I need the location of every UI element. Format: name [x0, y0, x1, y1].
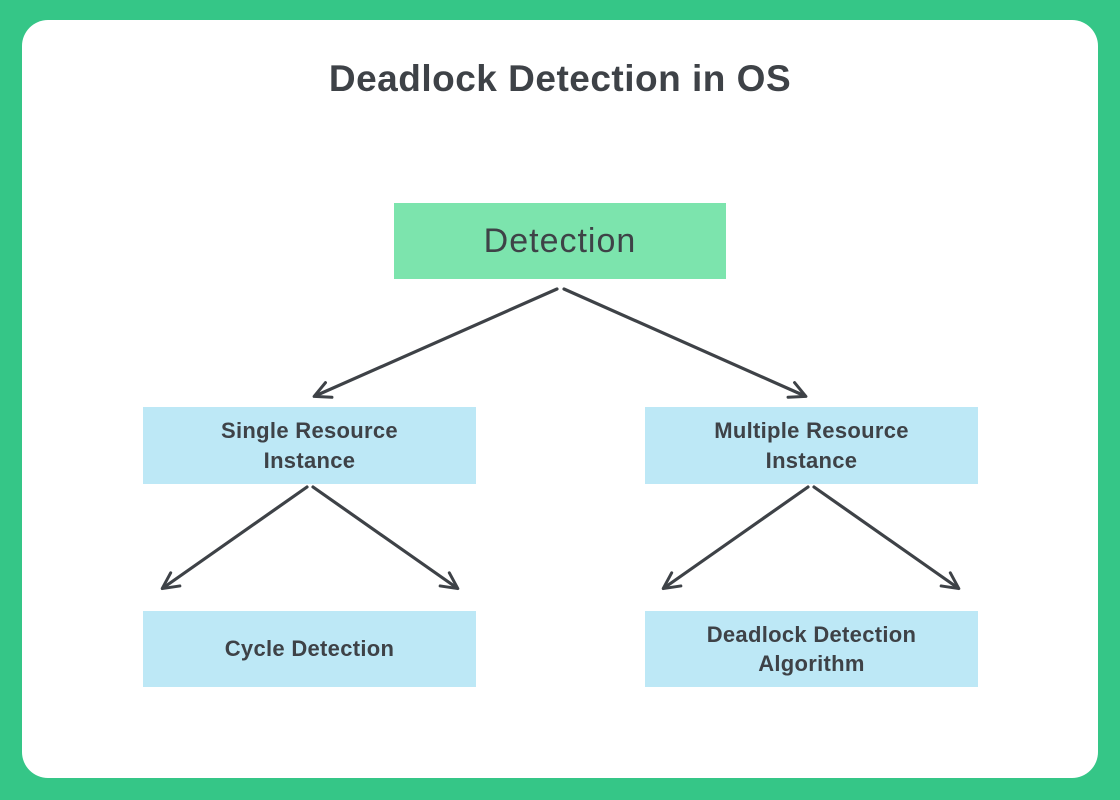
node-multiple-resource-instance: Multiple Resource Instance	[645, 407, 978, 484]
node-deadlock-detection-algorithm: Deadlock Detection Algorithm	[645, 611, 978, 687]
node-single-resource-instance: Single Resource Instance	[143, 407, 476, 484]
page-title: Deadlock Detection in OS	[328, 58, 792, 99]
node-cycle-detection: Cycle Detection	[143, 611, 476, 687]
node-detection: Detection	[394, 203, 726, 279]
